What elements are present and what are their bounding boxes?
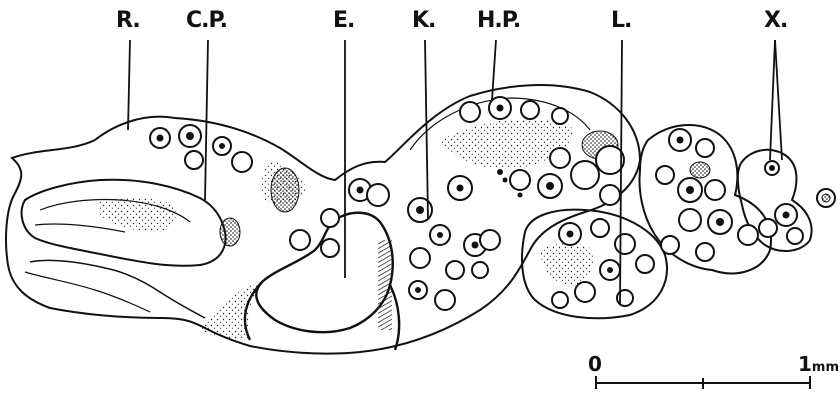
pointer-x2 [775, 40, 782, 160]
label-r: R. [116, 8, 140, 33]
pointer-k [425, 40, 428, 218]
label-hp: H.P. [477, 8, 520, 33]
scale-bar [596, 376, 810, 389]
label-k: K. [412, 8, 435, 33]
scale-start-label: 0 [588, 352, 602, 376]
pointer-r [128, 40, 130, 130]
pointer-x1 [770, 40, 775, 160]
pointer-hp [492, 40, 496, 100]
pointer-l [620, 40, 622, 305]
label-cp: C.P. [186, 8, 227, 33]
esophagus-cavity [256, 213, 392, 332]
label-e: E. [333, 8, 354, 33]
label-l: L. [611, 8, 631, 33]
scale-end-label: 1mm [798, 352, 839, 376]
label-x: X. [764, 8, 787, 33]
scale-unit: mm [812, 360, 839, 375]
pointer-cp [205, 40, 208, 200]
scale-end-value: 1 [798, 352, 812, 376]
